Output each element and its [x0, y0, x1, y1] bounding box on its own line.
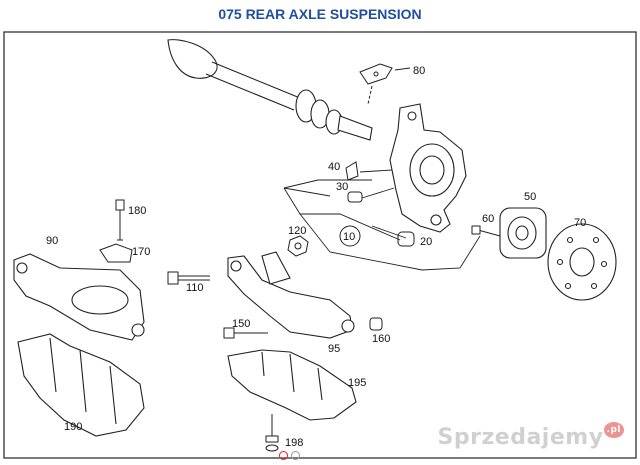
drive-shaft — [167, 39, 373, 141]
carousel-dot-1[interactable] — [279, 451, 288, 460]
label-150: 150 — [232, 318, 250, 330]
bolt-198 — [265, 414, 279, 452]
label-10: 10 — [343, 231, 355, 243]
watermark: Sprzedajemy.pl — [437, 422, 624, 450]
label-198: 198 — [285, 437, 303, 449]
shield-190 — [17, 333, 145, 437]
frame-border — [3, 31, 637, 459]
label-95: 95 — [328, 343, 340, 355]
bolt-180 — [115, 199, 125, 241]
label-60: 60 — [482, 213, 494, 225]
carousel-dots — [279, 447, 303, 465]
bolt-150 — [223, 327, 268, 339]
label-120: 120 — [288, 225, 306, 237]
watermark-text: Sprzedajemy — [437, 425, 604, 450]
label-80: 80 — [413, 65, 425, 77]
label-160: 160 — [372, 333, 390, 345]
label-195: 195 — [348, 377, 366, 389]
label-90: 90 — [46, 235, 58, 247]
label-20: 20 — [420, 236, 432, 248]
label-70: 70 — [574, 217, 586, 229]
trailing-arm-95 — [227, 251, 355, 339]
brake-disc — [547, 223, 617, 301]
callout-lines — [283, 169, 481, 271]
bushing-160 — [369, 317, 383, 331]
bushing-10 — [339, 225, 361, 247]
label-50: 50 — [524, 191, 536, 203]
nut-120 — [287, 235, 309, 257]
carousel-dot-2[interactable] — [291, 451, 300, 460]
label-180: 180 — [128, 205, 146, 217]
watermark-suffix: .pl — [603, 422, 624, 438]
label-170: 170 — [132, 246, 150, 258]
part-labels: 80 40 30 50 70 60 10 20 180 120 90 170 1… — [46, 65, 586, 449]
bracket-170 — [99, 243, 133, 263]
diagram-title: 075 REAR AXLE SUSPENSION — [218, 6, 422, 22]
wheel-carrier — [389, 103, 467, 233]
label-40: 40 — [328, 161, 340, 173]
bolt-60 — [471, 225, 501, 237]
shield-195 — [227, 349, 357, 421]
label-110: 110 — [186, 282, 204, 294]
clip-part-80 — [359, 63, 411, 105]
label-30: 30 — [336, 181, 348, 193]
bushing-20 — [397, 231, 415, 247]
label-190: 190 — [64, 421, 82, 433]
lower-arm-90 — [13, 253, 145, 341]
wheel-hub — [499, 207, 547, 259]
bushing-30 — [347, 191, 363, 203]
bushing-40 — [345, 161, 359, 181]
bolt-110 — [167, 271, 210, 285]
